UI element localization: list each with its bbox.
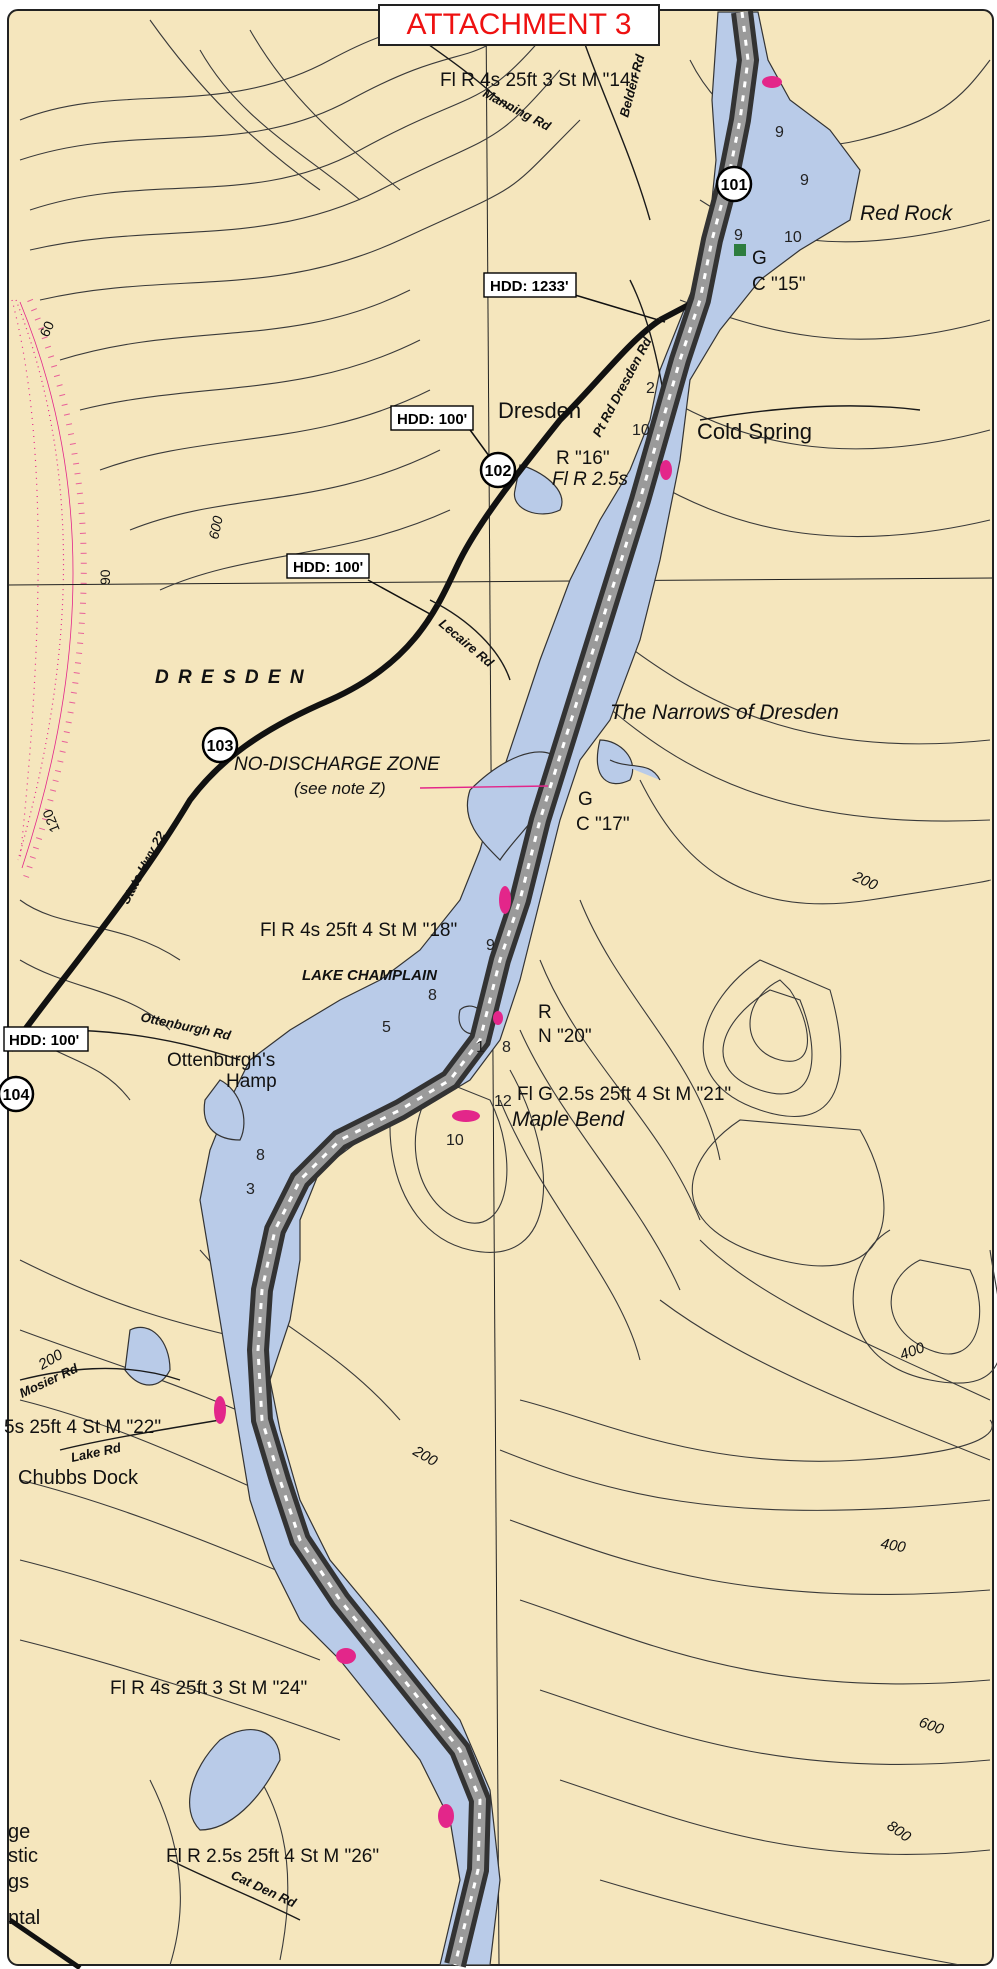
navaid-17-letter: G [578, 789, 593, 810]
compass-label-60: 60 [36, 318, 57, 339]
contour-label: 400 [879, 1535, 907, 1556]
svg-text:HDD: 100': HDD: 100' [9, 1032, 79, 1049]
depth-sounding: 3 [246, 1181, 255, 1198]
legend-fragment: stic [8, 1845, 38, 1867]
channel-markers [214, 76, 782, 1828]
navaid-20: N "20" [538, 1026, 592, 1047]
navaid-26: Fl R 2.5s 25ft 4 St M "26" [166, 1846, 379, 1867]
label-chubbs-dock: Chubbs Dock [18, 1467, 139, 1489]
navaid-21: Fl G 2.5s 25ft 4 St M "21" [517, 1084, 731, 1105]
marker-24 [336, 1648, 356, 1664]
legend-fragment: ge [8, 1821, 30, 1843]
navaid-14: Fl R 4s 25ft 3 St M "14" [440, 70, 637, 91]
depth-sounding: 2 [646, 380, 655, 397]
hdd-callout-100-c: HDD: 100' [3, 1026, 89, 1052]
roads [7, 9, 921, 1969]
depth-sounding: 10 [446, 1132, 464, 1149]
navaid-fl-r-2-5s: Fl R 2.5s [552, 469, 629, 490]
compass-rose-arc [11, 298, 87, 882]
label-narrows: The Narrows of Dresden [610, 701, 839, 724]
depth-sounding: 9 [775, 124, 784, 141]
navaid-17: C "17" [576, 814, 630, 835]
marker-14 [762, 76, 782, 88]
svg-text:HDD: 1233': HDD: 1233' [490, 278, 569, 295]
marker-16 [660, 460, 672, 480]
depth-sounding: 1 [476, 1039, 485, 1056]
route-marker-103: 103 [201, 726, 239, 764]
depth-sounding: 12 [494, 1093, 512, 1110]
navaid-22: 5s 25ft 4 St M "22" [4, 1417, 161, 1438]
svg-text:102: 102 [485, 463, 512, 480]
lake-champlain-water [124, 11, 861, 1966]
route-marker-101: 101 [715, 165, 753, 203]
no-discharge-line [419, 785, 549, 789]
hdd-callout-100-a: HDD: 100' [390, 405, 474, 431]
attachment-title: ATTACHMENT 3 [378, 4, 660, 46]
navaid-15: C "15" [752, 274, 806, 295]
marker-21 [452, 1110, 480, 1122]
depth-sounding: 5 [382, 1019, 391, 1036]
depth-sounding: 10 [784, 229, 802, 246]
svg-text:104: 104 [3, 1087, 30, 1104]
compass-label-90: 90 [97, 569, 113, 585]
pipeline-route [246, 10, 760, 1968]
label-red-rock: Red Rock [860, 202, 954, 225]
svg-text:101: 101 [721, 177, 748, 194]
label-lake-champlain: LAKE CHAMPLAIN [302, 967, 438, 984]
depth-sounding: 9 [486, 937, 495, 954]
depth-sounding: 8 [428, 987, 437, 1004]
depth-sounding: 9 [734, 227, 743, 244]
navaid-24: Fl R 4s 25ft 3 St M "24" [110, 1678, 307, 1699]
svg-text:103: 103 [207, 738, 234, 755]
navaid-16: R "16" [556, 448, 610, 469]
label-maple-bend: Maple Bend [512, 1108, 625, 1131]
label-cold-spring: Cold Spring [697, 419, 812, 444]
svg-text:HDD: 100': HDD: 100' [397, 411, 467, 428]
route-marker-104: 104 [0, 1075, 35, 1113]
depth-sounding: 9 [800, 172, 809, 189]
depth-sounding: 10 [632, 422, 650, 439]
legend-fragment: ntal [8, 1907, 40, 1929]
hdd-callout-1233: HDD: 1233' [483, 272, 577, 298]
green-buoy-15 [734, 244, 746, 256]
navaid-15-letter: G [752, 248, 767, 269]
label-hamp: Hamp [226, 1071, 277, 1092]
label-dresden-town: Dresden [498, 398, 581, 423]
depth-sounding: 8 [502, 1039, 511, 1056]
navaid-18: Fl R 4s 25ft 4 St M "18" [260, 920, 457, 941]
legend-fragment: gs [8, 1871, 29, 1893]
marker-22 [214, 1396, 226, 1424]
navaid-20-letter: R [538, 1002, 552, 1023]
marker-26 [438, 1804, 454, 1828]
label-ottenburghs: Ottenburgh's [167, 1050, 275, 1071]
marker-18 [499, 886, 511, 914]
label-no-discharge: NO-DISCHARGE ZONE [234, 754, 440, 775]
route-marker-102: 102 [479, 451, 517, 489]
hdd-callout-100-b: HDD: 100' [286, 553, 370, 579]
depth-sounding: 8 [256, 1147, 265, 1164]
contour-label: 600 [205, 514, 226, 540]
svg-text:HDD: 100': HDD: 100' [293, 559, 363, 576]
label-dresden-region: D R E S D E N [155, 667, 306, 688]
label-see-note: (see note Z) [294, 779, 386, 798]
marker-20 [493, 1011, 503, 1025]
